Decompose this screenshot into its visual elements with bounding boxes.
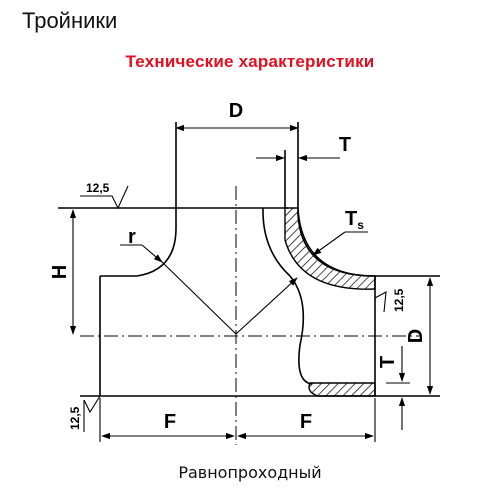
label-t-top: T (339, 134, 351, 156)
roughness-label-right: 12,5 (392, 288, 406, 312)
tee-outline (58, 122, 440, 397)
dimension-ts-leader (312, 231, 368, 256)
label-h: H (49, 265, 71, 279)
center-lines (80, 186, 420, 445)
construction-lines (161, 261, 298, 335)
roughness-label-top: 12,5 (86, 181, 110, 195)
label-f-left: F (164, 411, 176, 433)
label-f-right: F (300, 411, 312, 433)
dimension-f (99, 398, 376, 442)
diagram-caption: Равнопроходный (178, 463, 322, 482)
label-d-top: D (229, 100, 243, 122)
roughness-mark-right (374, 291, 387, 313)
label-ts: Ts (345, 208, 364, 232)
dimension-t-right (386, 346, 410, 430)
label-r: r (128, 226, 136, 248)
hatched-wall-top (284, 207, 376, 290)
label-t-right: T (377, 356, 399, 368)
page-subtitle: Технические характеристики (125, 52, 375, 71)
hatched-wall-bottom (308, 382, 376, 397)
dimension-r-leader (120, 244, 163, 263)
roughness-mark-top (80, 185, 129, 210)
roughness-label-left: 12,5 (68, 406, 82, 430)
roughness-mark-left (83, 395, 101, 432)
page-title: Тройники (22, 8, 118, 33)
label-d-right: D (405, 329, 427, 343)
